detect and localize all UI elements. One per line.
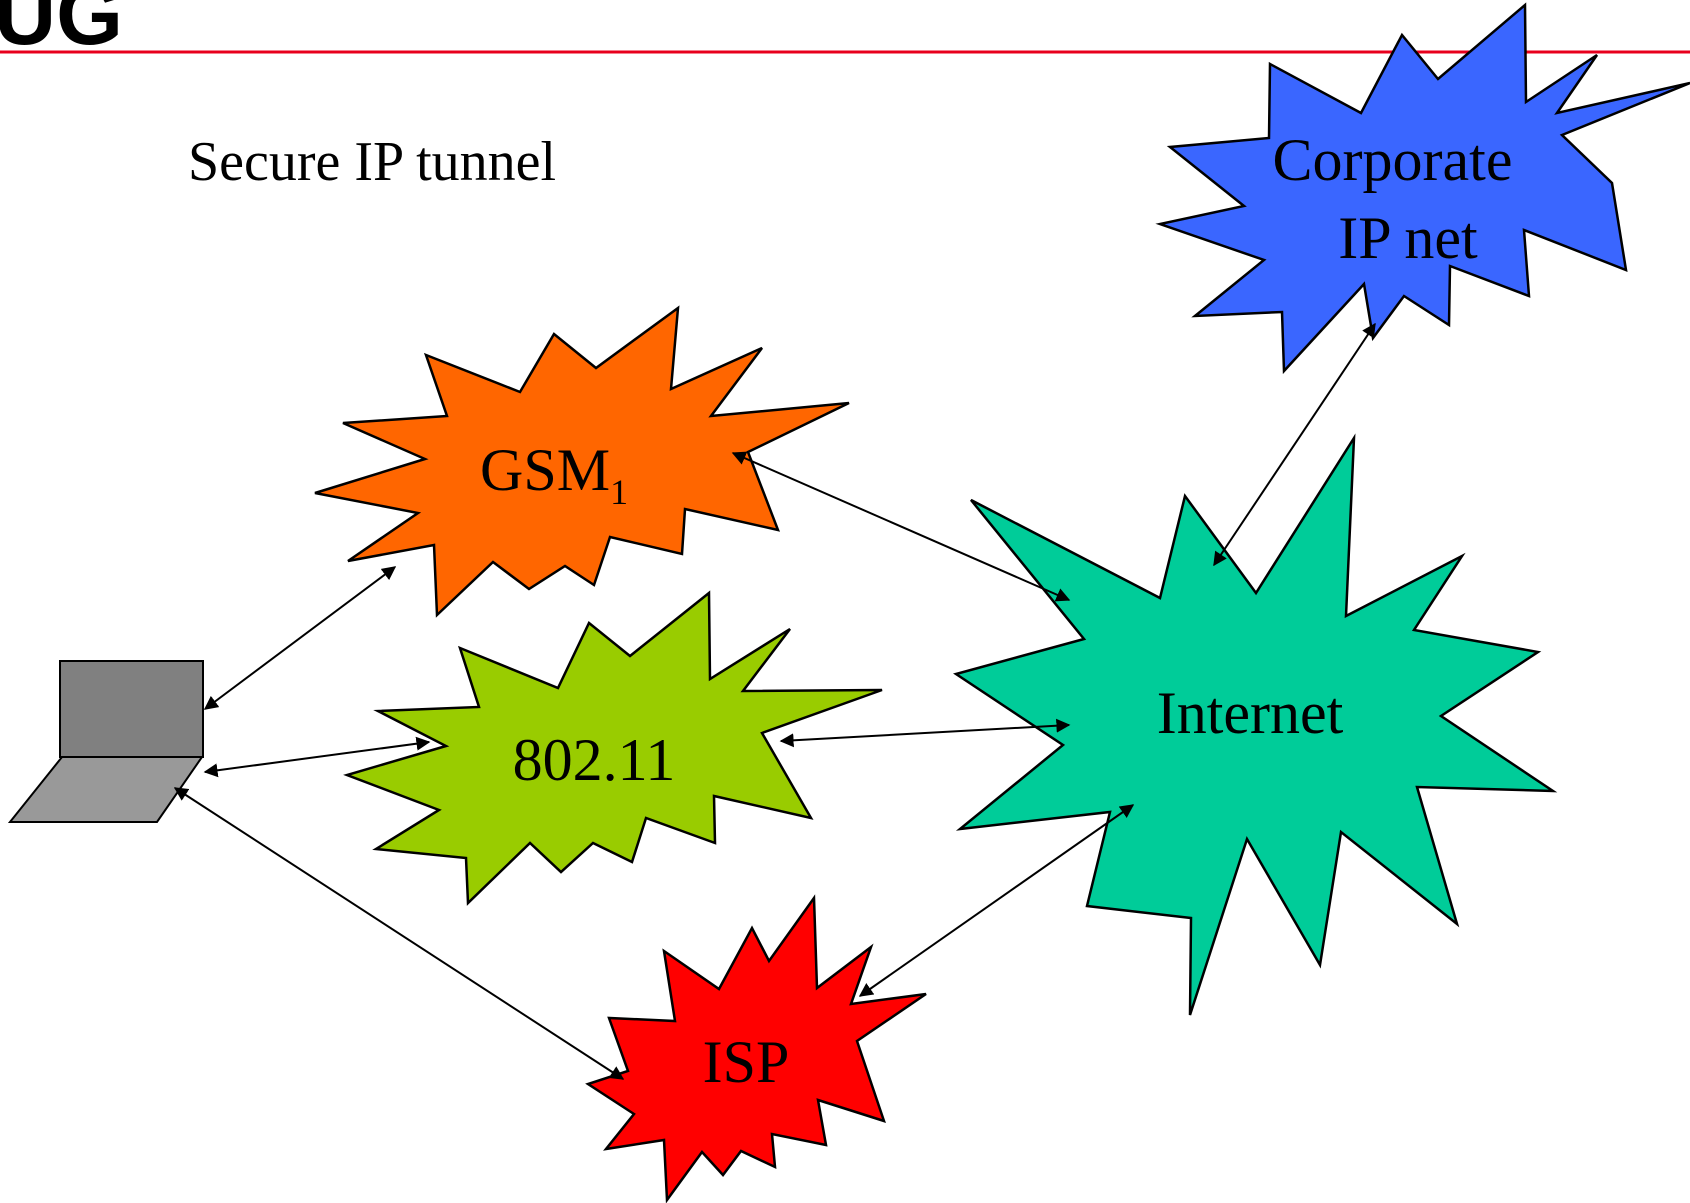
corporate-net-label-line2: IP net: [1338, 205, 1478, 271]
gsm-label-subscript: 1: [610, 472, 628, 512]
link-laptop-gsm: [203, 566, 397, 710]
link-isp-internet: [858, 804, 1135, 997]
isp-burst: [585, 894, 927, 1203]
gsm-network-burst: [314, 305, 850, 618]
laptop-base: [7, 756, 204, 823]
corporate-net-burst: [1155, 2, 1690, 375]
link-wlan-internet: [779, 718, 1071, 748]
isp-label: ISP: [703, 1029, 790, 1095]
diagram-caption: Secure IP tunnel: [188, 131, 556, 193]
link-laptop-wlan: [203, 736, 431, 778]
wlan-label: 802.11: [513, 727, 676, 793]
corporate-net-label: Corporate IP net: [1273, 127, 1528, 271]
gsm-label-main: GSM: [480, 437, 610, 503]
internet-label: Internet: [1157, 680, 1344, 746]
corporate-net-label-line1: Corporate: [1273, 127, 1513, 193]
logo-text: UG: [0, 0, 123, 63]
laptop-screen: [59, 660, 204, 758]
link-laptop-isp: [173, 787, 625, 1080]
gsm-label: GSM1: [480, 437, 628, 512]
link-gsm-internet: [731, 451, 1071, 602]
laptop-icon: [7, 660, 204, 823]
link-corporate-internet: [1213, 322, 1376, 567]
